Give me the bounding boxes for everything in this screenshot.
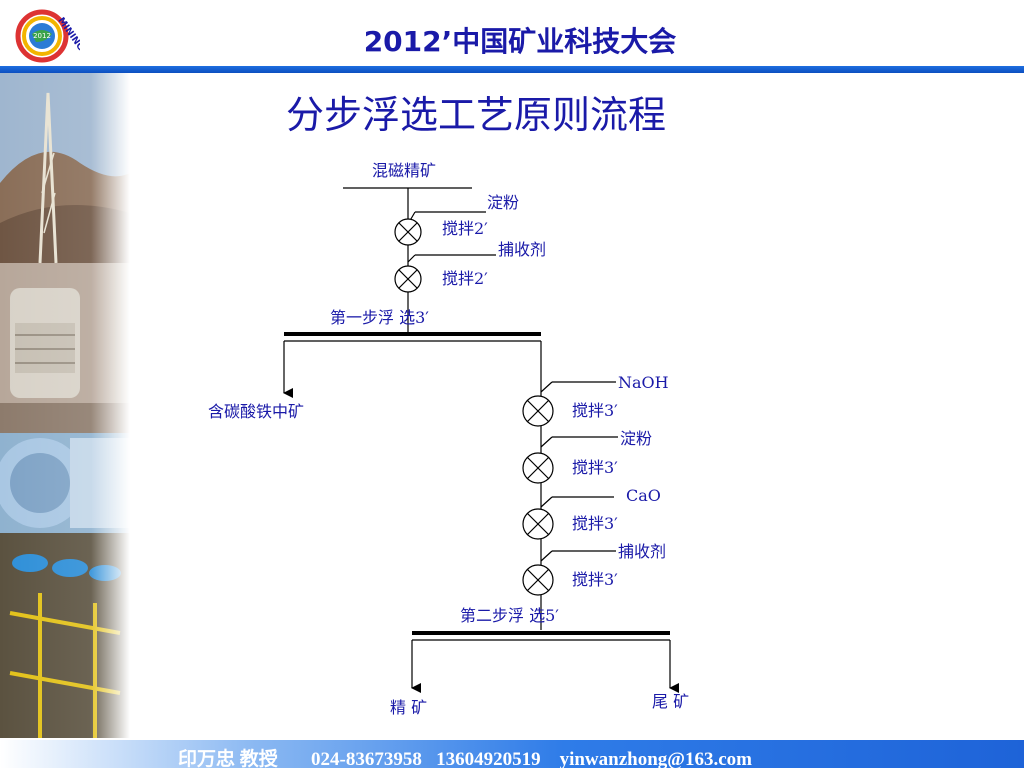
stirrer-tank-1 <box>394 218 422 246</box>
stir-time-1: 搅拌2′ <box>442 219 488 238</box>
feed-label: 混磁精矿 <box>372 161 436 180</box>
reagent-starch-1: 淀粉 <box>487 193 519 212</box>
reagent-naoh: NaOH <box>618 373 669 392</box>
stir-time-4: 搅拌3′ <box>572 458 618 477</box>
reagent-collector-1: 捕收剂 <box>498 240 546 259</box>
stirrer-tank-2 <box>394 265 422 293</box>
header: 2012 MINING 2012’中国矿业科技大会 <box>0 0 1024 68</box>
slide-title: 分步浮选工艺原则流程 <box>286 93 667 137</box>
stage2-flotation-bar <box>412 631 670 635</box>
stir-time-5: 搅拌3′ <box>572 514 618 533</box>
conference-title: 2012’中国矿业科技大会 <box>363 25 677 58</box>
tailings-label: 尾 矿 <box>652 692 689 711</box>
stirrer-tank-4 <box>522 452 554 484</box>
header-rule <box>0 66 1024 73</box>
mining-logo: 2012 MINING <box>15 9 80 63</box>
footer-bar <box>0 740 1024 768</box>
reagent-collector-2: 捕收剂 <box>618 542 666 561</box>
stir-time-6: 搅拌3′ <box>572 570 618 589</box>
stir-time-3: 搅拌3′ <box>572 401 618 420</box>
stirrer-tank-6 <box>522 564 554 596</box>
middlings-label: 含碳酸铁中矿 <box>208 402 304 421</box>
stirrer-tank-5 <box>522 508 554 540</box>
reagent-cao: CaO <box>626 486 661 505</box>
svg-text:2012: 2012 <box>33 32 51 40</box>
footer-contact: 印万忠 教授 024-83673958 13604920519 yinwanzh… <box>178 749 752 770</box>
stage1-flotation-label: 第一步浮 选3′ <box>330 308 429 327</box>
reagent-starch-2: 淀粉 <box>620 429 652 448</box>
side-photo-strip <box>0 73 130 738</box>
stage1-flotation-bar <box>284 332 541 336</box>
concentrate-label: 精 矿 <box>390 698 427 717</box>
stage2-flotation-label: 第二步浮 选5′ <box>460 606 559 625</box>
stirrer-tank-3 <box>522 395 554 427</box>
stir-time-2: 搅拌2′ <box>442 269 488 288</box>
